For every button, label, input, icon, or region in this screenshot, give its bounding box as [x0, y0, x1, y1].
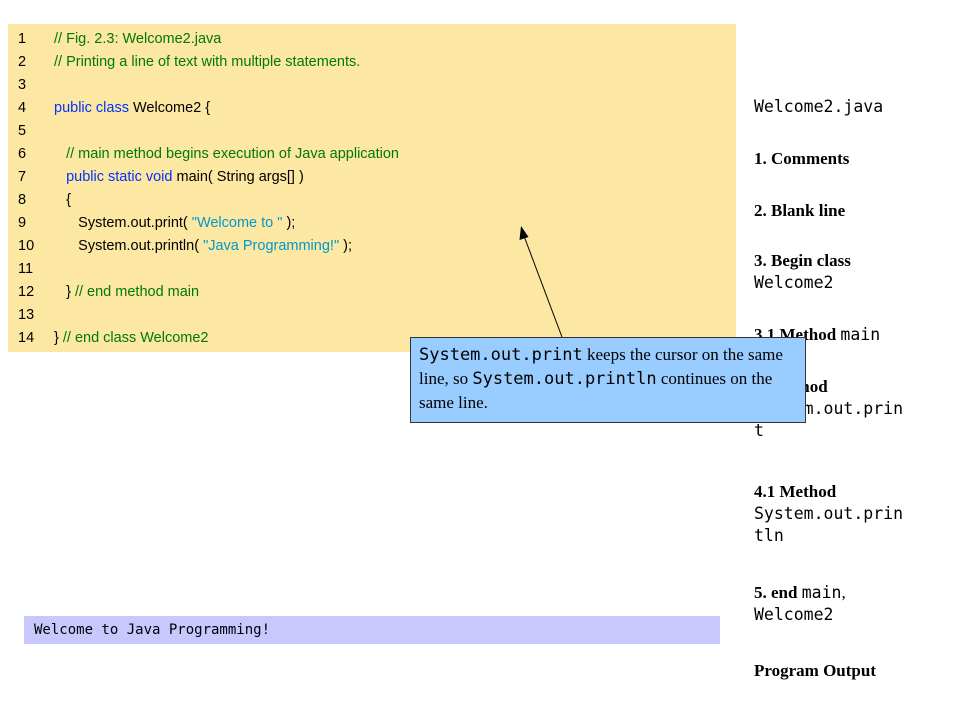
outline-item-begin-class-label: 3. Begin class [754, 251, 851, 270]
callout-box: System.out.print keeps the cursor on the… [410, 337, 806, 423]
code-token: System.out.print( [54, 215, 192, 231]
outline-item-program-output: Program Output [754, 661, 876, 680]
code-token: // Fig. 2.3: Welcome2.java [54, 31, 222, 47]
line-number: 7 [18, 169, 27, 185]
outline-item-comments: 1. Comments [754, 149, 850, 168]
code-token: } [54, 284, 75, 300]
outline-item-begin-class: 3. Begin class Welcome2 [754, 250, 851, 294]
line-number: 4 [18, 100, 27, 116]
code-token: // main method begins execution of Java … [54, 146, 399, 162]
outline-item-end-sep: , [841, 583, 846, 602]
outline-item-blank-line: 2. Blank line [754, 201, 846, 220]
outline-item-method-println: 4.1 Method System.out.prin tln [754, 481, 903, 547]
code-text: System.out.println( "Java Programming!" … [54, 235, 352, 257]
code-text: public static void main( String args[] ) [54, 166, 304, 188]
code-token: "Welcome to " [191, 215, 283, 231]
outline-item-end: 5. end main, Welcome2 [754, 582, 846, 626]
code-listing: 1 // Fig. 2.3: Welcome2.java 2 // Printing … [8, 24, 736, 352]
code-text: // Printing a line of text with multiple… [54, 51, 360, 73]
line-number: 5 [18, 123, 27, 139]
code-text: } // end method main [54, 281, 199, 303]
code-text: } // end class Welcome2 [54, 327, 208, 349]
outline-item-method-println-code-a: System.out.prin [754, 504, 904, 523]
code-token: // end method main [74, 284, 200, 300]
line-number: 10 [18, 238, 35, 254]
code-token: main( String args[] ) [176, 169, 304, 185]
line-number: 8 [18, 192, 27, 208]
line-number: 13 [18, 307, 35, 323]
line-number: 9 [18, 215, 27, 231]
callout-text-2: continues on the same line. [419, 369, 773, 412]
line-number: 3 [18, 77, 27, 93]
code-token: public static void [54, 169, 177, 185]
code-text: // main method begins execution of Java … [54, 143, 399, 165]
code-token: ); [282, 215, 296, 231]
line-number: 6 [18, 146, 27, 162]
outline-item-method-println-code-b: tln [754, 526, 784, 545]
program-output-bar: Welcome to Java Programming! [24, 616, 720, 644]
callout-code-println: System.out.println [472, 369, 657, 389]
outline-item-begin-class-code: Welcome2 [754, 273, 834, 292]
code-token: public class [54, 100, 133, 116]
line-number: 12 [18, 284, 35, 300]
code-text: { [54, 189, 71, 211]
outline-item-method-print-code-b: t [754, 421, 764, 440]
code-token: "Java Programming!" [203, 238, 340, 254]
outline-item-end-label: 5. end [754, 583, 798, 602]
code-token: System.out.println( [54, 238, 204, 254]
callout-text-1: keeps the cursor on the same line, so [419, 345, 783, 388]
callout-code-print: System.out.print [419, 345, 583, 365]
code-text: System.out.print( "Welcome to " ); [54, 212, 295, 234]
code-token: } [54, 330, 63, 346]
line-number: 14 [18, 330, 35, 346]
outline-item-method-main-code: main [840, 325, 881, 344]
line-number: 2 [18, 54, 27, 70]
outline-item-end-code-b: Welcome2 [754, 605, 834, 624]
code-token: // end class Welcome2 [62, 330, 209, 346]
line-number: 11 [18, 261, 34, 277]
code-text: // Fig. 2.3: Welcome2.java [54, 28, 221, 50]
code-token: { [54, 192, 71, 208]
program-output-text: Welcome to Java Programming! [34, 622, 271, 638]
code-token: // Printing a line of text with multiple… [54, 54, 361, 70]
outline-item-method-println-label: 4.1 Method [754, 482, 837, 501]
outline-item-end-code-a: main [801, 583, 842, 602]
line-number: 1 [18, 31, 27, 47]
code-token: Welcome2 { [132, 100, 211, 116]
outline-title: Welcome2.java [754, 97, 884, 116]
code-token: ); [339, 238, 352, 254]
code-text: public class Welcome2 { [54, 97, 210, 119]
